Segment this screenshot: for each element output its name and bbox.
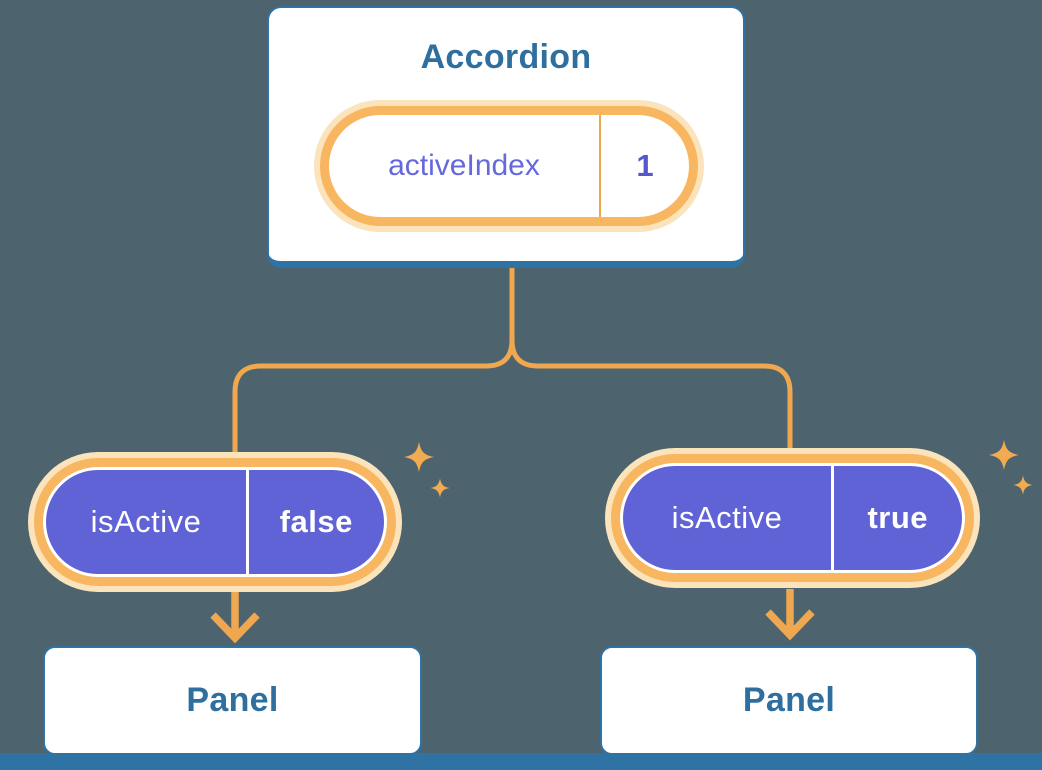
prop-pill-ring: isActive false <box>34 458 396 586</box>
prop-pill-body: isActive false <box>43 467 387 577</box>
prop-pill-isactive-true: isActive true <box>605 448 980 588</box>
connector-right-branch <box>509 266 793 448</box>
panel-node-title: Panel <box>742 681 836 719</box>
arrow-down-icon <box>210 592 260 644</box>
prop-pill-label: isActive <box>90 504 202 539</box>
prop-pill-label: isActive <box>671 500 783 535</box>
state-pill-body: activeIndex 1 <box>329 115 689 217</box>
prop-pill-isactive-false: isActive false <box>28 452 402 592</box>
prop-pill-value: true <box>867 500 929 535</box>
pill-divider <box>831 466 834 570</box>
panel-node-right: Panel <box>600 646 978 755</box>
prop-pill-body: isActive true <box>620 463 965 573</box>
panel-node-left: Panel <box>43 646 422 755</box>
arrow-down-icon <box>765 589 815 641</box>
prop-pill-value: false <box>279 504 353 539</box>
bottom-edge-bar <box>0 753 1042 770</box>
prop-pill-ring: isActive true <box>611 454 974 582</box>
state-pill-ring: activeIndex 1 <box>320 106 698 226</box>
sparkles-icon <box>989 440 1033 495</box>
pill-divider <box>246 470 249 574</box>
state-pill-value: 1 <box>636 148 654 183</box>
state-pill-activeindex: activeIndex 1 <box>314 100 704 232</box>
connector-left-branch <box>232 266 515 452</box>
panel-node-title: Panel <box>186 681 279 719</box>
sparkles-icon <box>404 442 450 498</box>
accordion-node-title: Accordion <box>420 38 592 76</box>
pill-divider <box>599 115 601 217</box>
state-pill-label: activeIndex <box>388 149 540 182</box>
